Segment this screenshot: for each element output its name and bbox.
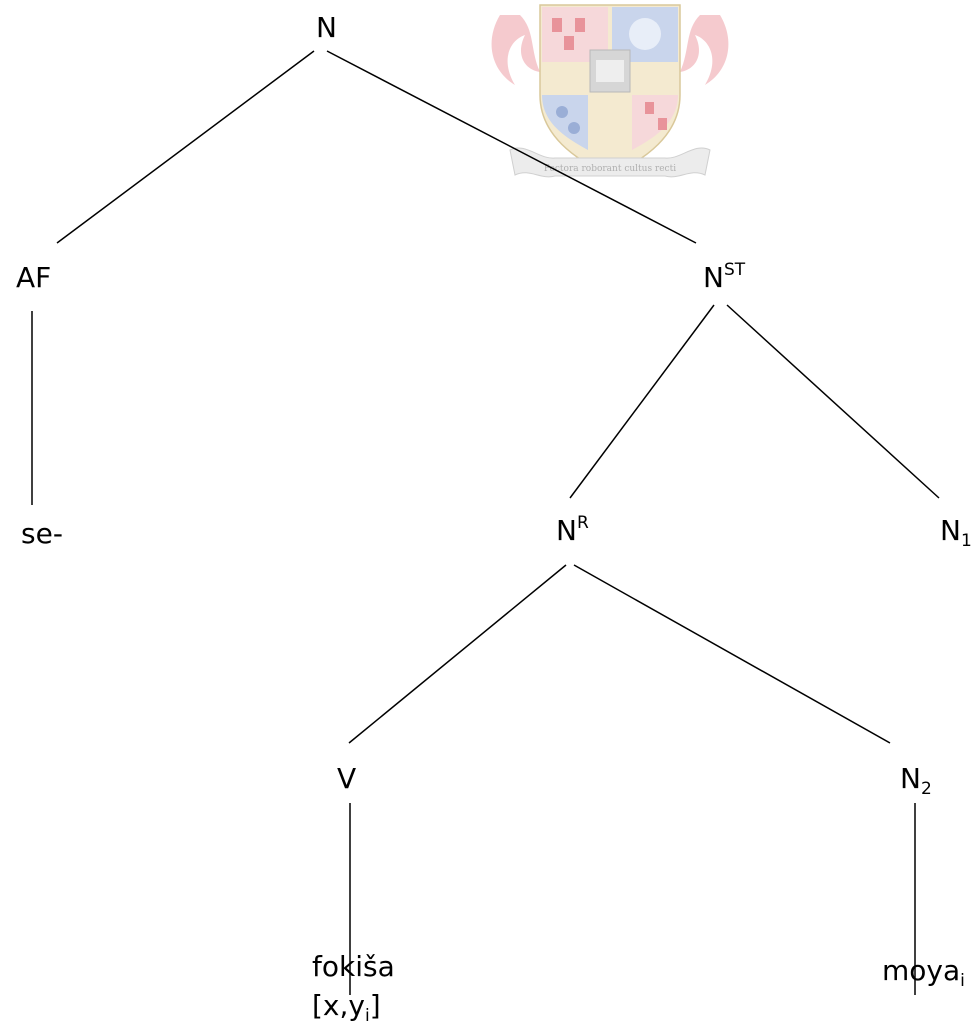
node-root-n: N (316, 12, 337, 44)
node-n-r: NR (556, 515, 589, 547)
node-fokisa: fokiša (312, 951, 395, 983)
node-af: AF (16, 262, 51, 294)
edge-nst-nr (569, 304, 715, 499)
crest-watermark: Pectora roborant cultus recti (491, 4, 729, 178)
node-nr-label: N (556, 514, 577, 547)
mantling-right (680, 15, 729, 85)
node-v: V (337, 763, 356, 795)
node-nr-superscript: R (576, 513, 589, 533)
node-moya-label: moya (882, 954, 961, 987)
node-n1-label: N (940, 514, 961, 547)
node-moya-subscript: i (960, 971, 965, 991)
motto-text: Pectora roborant cultus recti (544, 164, 676, 174)
node-nst-label: N (703, 261, 724, 294)
edge-n-af (56, 50, 315, 244)
node-n2: N2 (900, 762, 932, 798)
node-se: se- (21, 518, 63, 550)
node-v-label: V (337, 762, 357, 795)
args-open: [x,y (312, 989, 365, 1022)
node-af-label: AF (16, 261, 52, 294)
mantling-left (491, 15, 540, 85)
node-se-label: se- (21, 517, 63, 550)
node-n2-label: N (900, 762, 921, 795)
node-n-st: NST (703, 262, 745, 294)
edge-nr-v (348, 564, 567, 744)
edge-nr-n2 (573, 564, 891, 744)
node-args: [x,yi] (312, 989, 381, 1025)
node-n1-subscript: 1 (960, 531, 972, 551)
node-moya: moyai (882, 954, 965, 990)
args-close: ] (369, 989, 381, 1022)
node-fokisa-label: fokiša (312, 950, 395, 983)
node-nst-superscript: ST (723, 260, 746, 280)
node-n1: N1 (940, 514, 972, 550)
quarter-bottom-right (632, 95, 678, 150)
edge-n-nst (326, 50, 697, 244)
node-n2-subscript: 2 (920, 779, 932, 799)
node-root-label: N (316, 11, 337, 44)
motto-scroll (509, 147, 711, 178)
edge-nst-n1 (726, 304, 940, 499)
args-subscript: i (364, 1006, 370, 1026)
quarter-bottom-left (542, 95, 588, 150)
